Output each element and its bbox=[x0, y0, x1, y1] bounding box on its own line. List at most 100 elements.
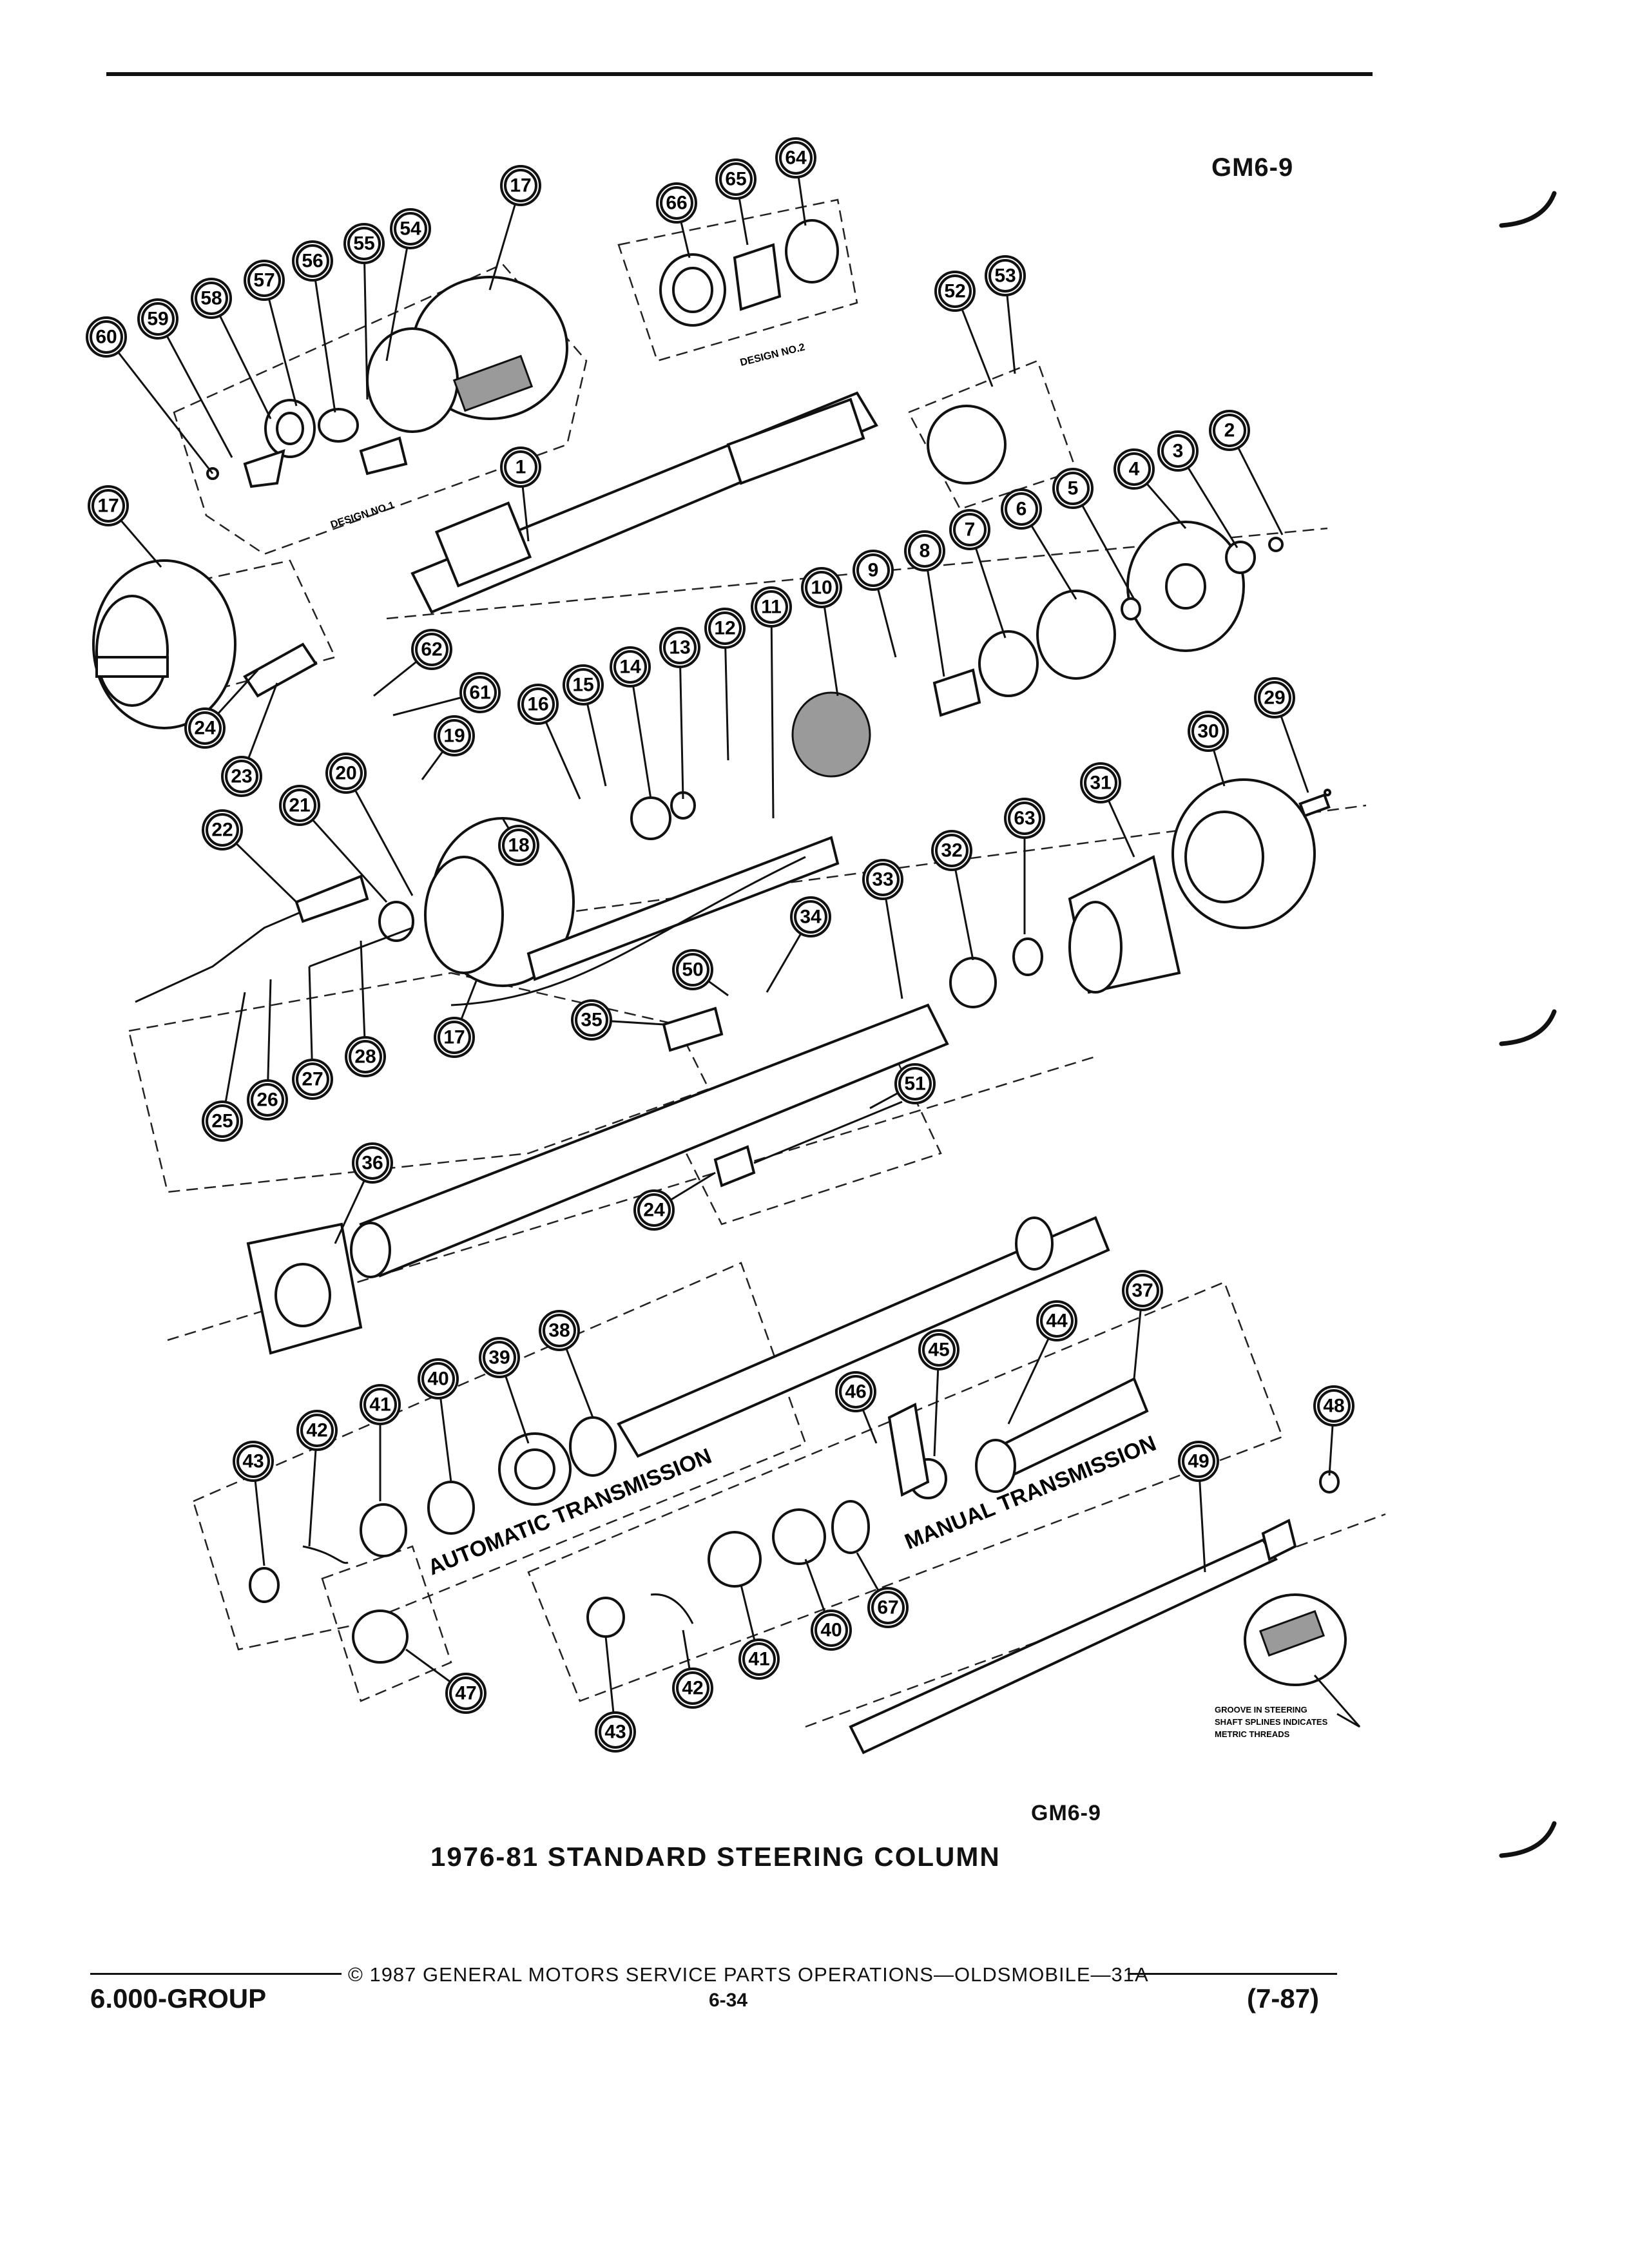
callout-number: 41 bbox=[369, 1394, 390, 1416]
callout-number: 35 bbox=[581, 1010, 602, 1031]
callout-2: 2 bbox=[1209, 410, 1284, 535]
callout-number: 40 bbox=[427, 1369, 448, 1390]
footer-group: 6.000-GROUP bbox=[90, 1983, 267, 2013]
callout-inner-ring bbox=[613, 650, 647, 684]
callout-inner-ring bbox=[1008, 802, 1041, 835]
callout-9: 9 bbox=[853, 550, 897, 658]
callout-leader bbox=[1072, 488, 1135, 600]
callout-36: 36 bbox=[334, 1142, 393, 1244]
callout-65: 65 bbox=[715, 159, 757, 245]
callout-40: 40 bbox=[804, 1559, 852, 1651]
callout-8: 8 bbox=[904, 530, 945, 677]
callout-inner-ring bbox=[329, 756, 363, 790]
callout-leader bbox=[105, 336, 214, 474]
callout-number: 51 bbox=[904, 1073, 925, 1095]
callout-inner-ring bbox=[415, 633, 448, 666]
turn-signal-switch bbox=[791, 405, 1007, 778]
callout-inner-ring bbox=[394, 212, 427, 245]
callout-inner-ring bbox=[300, 1414, 334, 1447]
callout-inner-ring bbox=[421, 1362, 455, 1396]
callout-13: 13 bbox=[659, 627, 700, 800]
upper-housing-design-1 bbox=[366, 276, 568, 433]
callout-50: 50 bbox=[672, 949, 729, 997]
callout-number: 53 bbox=[994, 265, 1016, 287]
callout-55: 55 bbox=[343, 223, 385, 400]
callout-1: 1 bbox=[500, 447, 541, 542]
callout-inner-ring bbox=[504, 169, 537, 202]
callout-6: 6 bbox=[1001, 488, 1077, 600]
callout-number: 24 bbox=[643, 1200, 665, 1221]
callout-48: 48 bbox=[1313, 1385, 1354, 1476]
callout-inner-ring bbox=[708, 611, 742, 645]
callout-43: 43 bbox=[595, 1636, 636, 1753]
callout-17: 17 bbox=[88, 485, 162, 568]
callout-3: 3 bbox=[1157, 430, 1239, 548]
callout-17: 17 bbox=[434, 979, 478, 1058]
callout-39: 39 bbox=[479, 1337, 530, 1444]
callout-inner-ring bbox=[543, 1314, 576, 1347]
metric-note-line-1: GROOVE IN STEERING bbox=[1215, 1705, 1307, 1715]
callout-26: 26 bbox=[247, 979, 288, 1120]
callout-number: 60 bbox=[95, 327, 117, 348]
design-2-label: DESIGN NO.2 bbox=[739, 341, 806, 368]
margin-mark bbox=[1499, 1009, 1557, 1046]
figure-code-bottom: GM6-9 bbox=[1031, 1801, 1101, 1825]
margin-mark bbox=[1499, 1821, 1557, 1858]
callout-inner-ring bbox=[504, 450, 537, 484]
callout-66: 66 bbox=[656, 182, 697, 258]
callout-10: 10 bbox=[801, 567, 842, 697]
callout-20: 20 bbox=[325, 753, 414, 896]
callout-number: 48 bbox=[1323, 1396, 1344, 1417]
callout-inner-ring bbox=[449, 1677, 483, 1710]
callout-inner-ring bbox=[938, 274, 972, 308]
callout-inner-ring bbox=[676, 1671, 709, 1705]
callout-number: 17 bbox=[97, 495, 119, 517]
callout-inner-ring bbox=[898, 1067, 932, 1100]
callout-number: 41 bbox=[748, 1649, 769, 1670]
callout-number: 52 bbox=[944, 281, 965, 302]
callout-23: 23 bbox=[221, 682, 278, 797]
callout-inner-ring bbox=[92, 489, 125, 523]
callout-21: 21 bbox=[279, 785, 388, 903]
callout-inner-ring bbox=[856, 553, 890, 587]
callout-inner-ring bbox=[363, 1388, 397, 1421]
callout-number: 63 bbox=[1014, 808, 1035, 829]
callout-number: 25 bbox=[211, 1111, 233, 1132]
callout-53: 53 bbox=[985, 255, 1026, 374]
callout-inner-ring bbox=[225, 760, 258, 793]
callout-41: 41 bbox=[360, 1384, 401, 1501]
footer-rule-right bbox=[1128, 1973, 1337, 1975]
callout-number: 50 bbox=[682, 959, 703, 981]
callout-number: 17 bbox=[443, 1027, 465, 1048]
metric-note-line-3: METRIC THREADS bbox=[1215, 1729, 1290, 1739]
callout-number: 64 bbox=[785, 148, 807, 169]
callout-number: 55 bbox=[353, 233, 374, 255]
footer-revision: (7-87) bbox=[1247, 1983, 1320, 2013]
callout-inner-ring bbox=[438, 719, 471, 753]
design-2-group-box bbox=[617, 198, 858, 362]
design-1-label: DESIGN NO.1 bbox=[329, 500, 396, 531]
callout-leader bbox=[724, 628, 729, 761]
callout-leader bbox=[263, 280, 298, 407]
callout-inner-ring bbox=[1005, 492, 1038, 526]
callout-number: 66 bbox=[666, 193, 687, 214]
callout-number: 38 bbox=[548, 1320, 570, 1341]
callout-inner-ring bbox=[599, 1715, 632, 1749]
callout-leader bbox=[770, 606, 775, 819]
callout-inner-ring bbox=[1056, 472, 1090, 505]
callout-number: 28 bbox=[354, 1046, 376, 1068]
callout-inner-ring bbox=[871, 1591, 905, 1624]
design-2-parts bbox=[659, 219, 839, 327]
callout-inner-ring bbox=[1317, 1389, 1351, 1423]
callout-number: 24 bbox=[194, 718, 216, 739]
callout-number: 12 bbox=[714, 618, 735, 639]
toe-plate bbox=[246, 1222, 363, 1355]
callout-15: 15 bbox=[563, 664, 607, 787]
callout-47: 47 bbox=[405, 1648, 487, 1714]
callout-19: 19 bbox=[421, 715, 475, 780]
callout-leader bbox=[210, 298, 272, 419]
callout-leader bbox=[679, 647, 684, 800]
callout-number: 18 bbox=[508, 835, 529, 856]
callout-number: 16 bbox=[527, 694, 548, 715]
